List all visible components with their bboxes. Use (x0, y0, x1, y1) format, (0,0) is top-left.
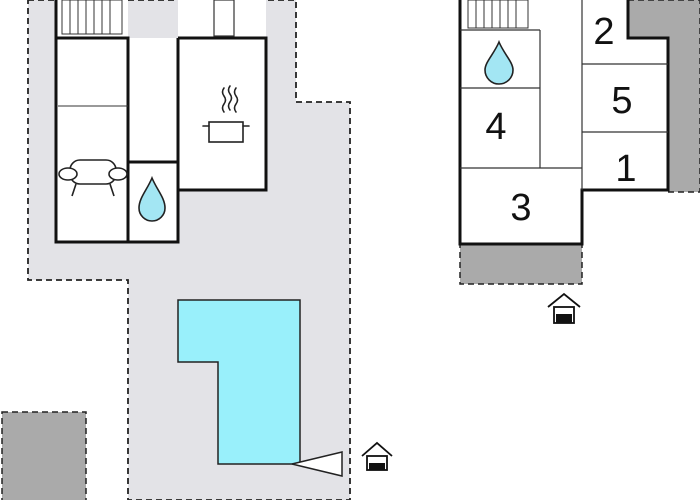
neighbor-building-bottom-left (1, 411, 87, 500)
water-drop-icon (484, 39, 514, 85)
sofa-icon (58, 159, 128, 197)
staircase-icon (467, 0, 529, 29)
water-drop-icon (138, 175, 166, 222)
entrance-house-icon (361, 441, 393, 471)
cooking-pot-icon (202, 85, 250, 143)
interior-lines-right (460, 0, 668, 190)
room-number-2: 2 (593, 11, 614, 53)
chimney (213, 0, 235, 37)
room-number-4: 4 (485, 106, 506, 148)
walls-right (458, 0, 670, 246)
room-number-1: 1 (615, 148, 636, 190)
terrace (459, 243, 583, 285)
house-right (460, 0, 668, 244)
walls-left (54, 0, 268, 244)
swimming-pool (177, 299, 301, 465)
room-number-5: 5 (611, 80, 632, 122)
north-arrow-icon (291, 451, 343, 477)
staircase-icon (61, 0, 123, 35)
entrance-house-icon (547, 292, 581, 324)
room-number-3: 3 (510, 187, 531, 229)
